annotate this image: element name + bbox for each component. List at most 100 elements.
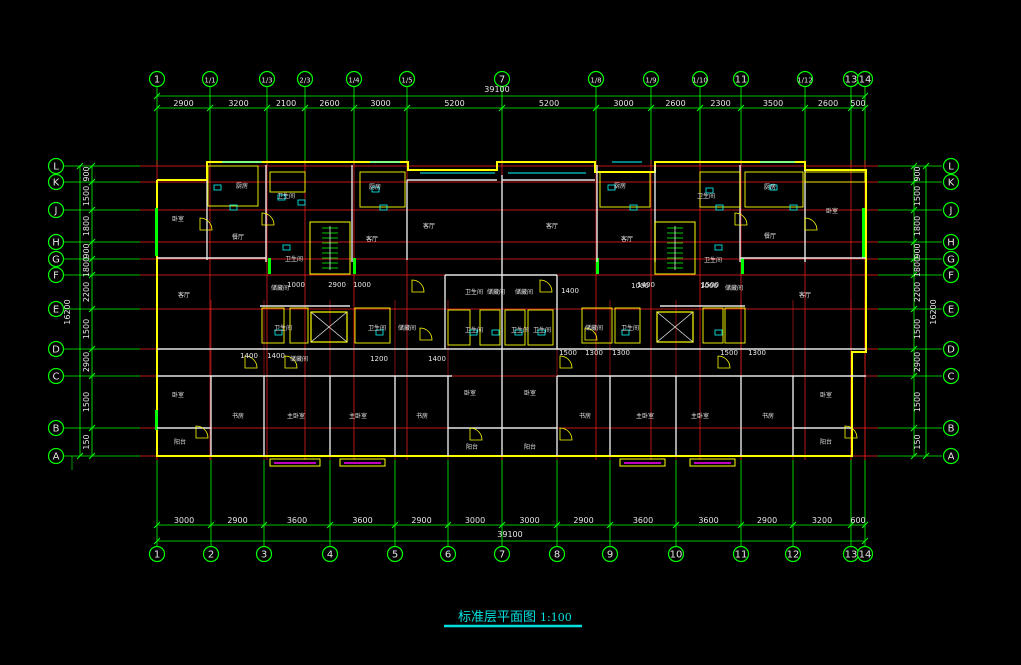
dim-chain-bottom-tick-7: [553, 521, 561, 529]
axis-bubble-top-6-circle: [493, 70, 511, 88]
room-label-21: 储藏间: [290, 355, 308, 363]
dim-total-top-tick-1: [861, 92, 869, 100]
axis-bubble-bottom-13-circle: [856, 545, 874, 563]
dim-top-5: 5200: [444, 99, 464, 108]
axis-bubble-right-1: K: [942, 173, 960, 191]
fixture-box-4: [479, 309, 501, 346]
room-label-27: 储藏间: [515, 288, 533, 296]
inner-dim-7: 1400: [267, 352, 285, 360]
dim-top-4: 3000: [370, 99, 390, 108]
fixture-box-6: [527, 309, 554, 346]
dim-chain-right-tick-10: [910, 452, 918, 460]
axis-bubble-bottom-8-label: 9: [607, 550, 613, 561]
dim-top-6: 5200: [539, 99, 559, 108]
room-label-7: 储藏间: [271, 284, 289, 292]
axis-bubble-right-4: G: [942, 250, 960, 268]
dim-total-top-tick-0: [153, 92, 161, 100]
dim-chain-right-tick-5: [910, 271, 918, 279]
room-label-28: 卫生间: [533, 326, 551, 334]
dim-chain-left-tick-4: [88, 255, 96, 263]
balcony-rail-3: [689, 458, 736, 467]
dim-side-left-2: 1800: [82, 216, 91, 236]
axis-bubble-left-1-label: K: [53, 178, 60, 189]
dim-chain-top-tick-13: [861, 104, 869, 112]
fixture-box-7: [581, 307, 613, 344]
room-label-4: 客厅: [178, 291, 190, 299]
room-label-20: 卫生间: [274, 324, 292, 332]
axis-bubble-top-7-circle: [587, 70, 605, 88]
axis-bubble-left-1-circle: [47, 173, 65, 191]
fixture-19: [375, 329, 384, 336]
inner-dim-4: 1400: [637, 281, 655, 289]
dim-bottom-3: 3600: [352, 516, 372, 525]
dim-top-9: 2300: [710, 99, 730, 108]
room-label-45: 阳台: [466, 443, 478, 451]
axis-bubble-left-5-label: F: [53, 271, 59, 282]
room-label-10: 厨房: [614, 182, 626, 190]
dim-chain-left-tick-7: [88, 345, 96, 353]
axis-bubble-bottom-7-circle: [548, 545, 566, 563]
room-label-22: 卫生间: [368, 324, 386, 332]
fixture-0: [213, 184, 222, 191]
room-label-26: 卫生间: [511, 326, 529, 334]
inner-dim-8: 1200: [370, 355, 388, 363]
axis-bubble-bottom-12: 13: [842, 545, 860, 563]
fixture-box-2: [354, 307, 391, 344]
dim-chain-bottom-tick-6: [498, 521, 506, 529]
dim-chain-left-tick-9: [88, 424, 96, 432]
dim-top-10: 3500: [763, 99, 783, 108]
axis-bubble-right-2-circle: [942, 201, 960, 219]
axis-bubble-right-0-circle: [942, 157, 960, 175]
axis-bubble-top-3: 2/3: [296, 70, 314, 88]
stair-well-1: [654, 221, 696, 275]
inner-dim-1: 1000: [287, 281, 305, 289]
axis-bubble-bottom-7: 8: [548, 545, 566, 563]
axis-bubble-left-6: E: [47, 300, 65, 318]
axis-bubble-top-11: 1/12: [796, 70, 814, 88]
axis-bubble-bottom-9-circle: [667, 545, 685, 563]
axis-bubble-right-9-circle: [942, 419, 960, 437]
axis-bubble-top-9: 1/10: [691, 70, 709, 88]
axis-bubble-right-10: A: [942, 447, 960, 465]
axis-bubble-bottom-1: 2: [202, 545, 220, 563]
fixture-box-3: [447, 309, 471, 346]
axis-bubble-top-7-label: 1/8: [590, 77, 601, 85]
axis-bubble-bottom-5-circle: [439, 545, 457, 563]
room-label-15: 储藏间: [725, 284, 743, 292]
axis-bubble-left-8-circle: [47, 367, 65, 385]
axis-bubble-bottom-10-circle: [732, 545, 750, 563]
room-label-33: 书房: [232, 412, 244, 420]
axis-bubble-left-4-label: G: [52, 255, 60, 266]
fixture-box-0: [261, 307, 285, 344]
thick-wall-5: [268, 258, 271, 274]
dim-chain-top-tick-11: [801, 104, 809, 112]
axis-bubble-right-0: L: [942, 157, 960, 175]
axis-bubble-left-10-label: A: [53, 452, 60, 463]
door-swing-15: [469, 427, 483, 441]
dim-top-8: 2600: [665, 99, 685, 108]
axis-bubble-top-8: 1/9: [642, 70, 660, 88]
thick-wall-4: [596, 258, 599, 274]
axis-bubble-right-8-label: C: [948, 372, 955, 383]
fixture-6: [607, 184, 616, 191]
dim-bottom-11: 3200: [812, 516, 832, 525]
dim-chain-left-tick-6: [88, 305, 96, 313]
fixture-5: [379, 204, 388, 211]
dim-top-7: 3000: [613, 99, 633, 108]
axis-bubble-left-9: B: [47, 419, 65, 437]
thick-wall-0: [155, 208, 158, 256]
dim-total-bottom-tick-1: [861, 537, 869, 545]
axis-bubble-right-1-circle: [942, 173, 960, 191]
dim-total-left-tick-1: [76, 452, 84, 460]
dim-chain-top-tick-8: [647, 104, 655, 112]
door-swing-10: [419, 327, 433, 341]
room-label-14: 卫生间: [704, 256, 722, 264]
dim-chain-top-tick-0: [153, 104, 161, 112]
dim-side-left-4: 1800: [82, 257, 91, 277]
dim-side-left-8: 1500: [82, 392, 91, 412]
axis-bubble-left-10: A: [47, 447, 65, 465]
axis-bubble-top-3-label: 2/3: [299, 77, 310, 85]
fixture-box-5: [504, 309, 526, 346]
fixture-20: [621, 329, 630, 336]
axis-bubble-bottom-8-circle: [601, 545, 619, 563]
